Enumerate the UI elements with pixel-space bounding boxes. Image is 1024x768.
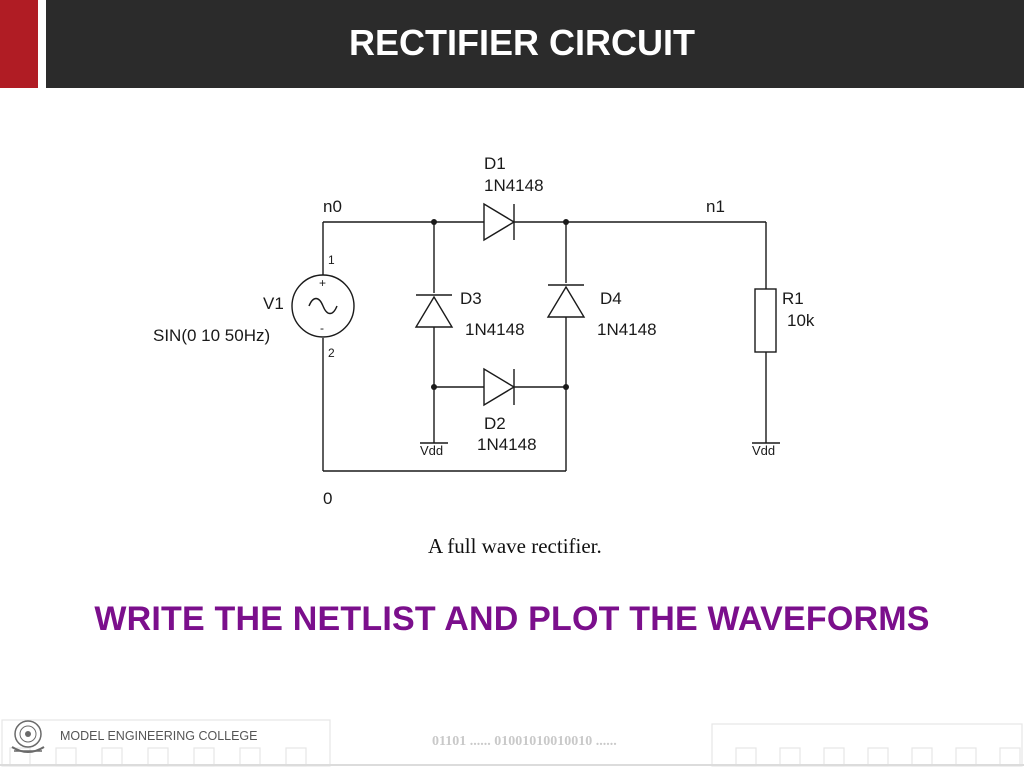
node-label-n1: n1 [706, 197, 725, 216]
resistor-r1 [754, 288, 777, 353]
diode-d4-model: 1N4148 [597, 320, 657, 339]
ground-label-right: Vdd [752, 443, 775, 458]
footer-binary-text: 01101 ...... 01001010010010 ...... [432, 734, 617, 749]
source-pin-plus: 1 [328, 253, 335, 267]
node-label-n0: n0 [323, 197, 342, 216]
college-name: MODEL ENGINEERING COLLEGE [60, 729, 258, 743]
diagram-caption: A full wave rectifier. [428, 534, 602, 558]
source-plus-sign: + [319, 276, 326, 290]
instruction-heading: WRITE THE NETLIST AND PLOT THE WAVEFORMS [94, 600, 930, 638]
junction-dot [563, 384, 569, 390]
resistor-r1-value: 10k [787, 311, 815, 330]
diode-d4-name: D4 [600, 289, 622, 308]
junction-dot [431, 219, 437, 225]
header-accent [0, 0, 38, 88]
diode-d1-model: 1N4148 [484, 176, 544, 195]
diode-d2 [483, 367, 516, 407]
node-label-ground: 0 [323, 489, 332, 508]
diode-d1 [483, 202, 516, 242]
footer-pattern [0, 719, 1024, 767]
diode-d3 [414, 295, 454, 328]
sine-wave-icon [308, 297, 338, 315]
junction-dot [563, 219, 569, 225]
slide-title: RECTIFIER CIRCUIT [349, 22, 695, 63]
circuit-diagram: n0 n1 0 D1 1N4148 D2 1N4148 D3 1N4148 D4… [153, 154, 815, 508]
junction-dot [431, 384, 437, 390]
source-minus-sign: - [320, 321, 324, 335]
resistor-r1-name: R1 [782, 289, 804, 308]
ground-label-left: Vdd [420, 443, 443, 458]
diode-d1-name: D1 [484, 154, 506, 173]
diode-d4 [546, 285, 586, 318]
diode-d2-name: D2 [484, 414, 506, 433]
header-bar [46, 0, 1024, 88]
source-v1-name: V1 [263, 294, 284, 313]
source-v1-value: SIN(0 10 50Hz) [153, 326, 270, 345]
source-pin-minus: 2 [328, 346, 335, 360]
diode-d3-name: D3 [460, 289, 482, 308]
college-emblem-icon [11, 720, 45, 753]
diode-d3-model: 1N4148 [465, 320, 525, 339]
diode-d2-model: 1N4148 [477, 435, 537, 454]
